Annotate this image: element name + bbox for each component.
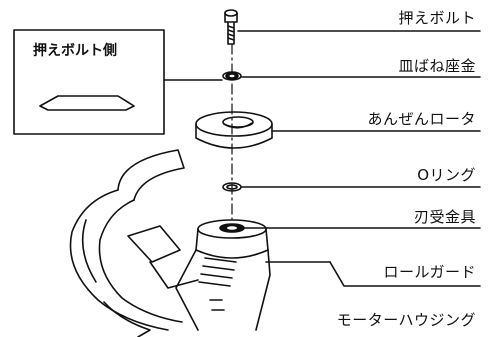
inset-washer-shape — [39, 95, 135, 111]
inset-title: 押えボルト側 — [33, 43, 117, 59]
washer-part — [222, 71, 242, 81]
leader-roll-guard-bend — [329, 261, 481, 287]
label-motor-housing: モーターハウジング — [336, 311, 476, 329]
inset-box — [13, 29, 165, 135]
label-oring: Oリング — [417, 166, 476, 184]
bolt-part — [224, 9, 238, 45]
label-blade-seat: 刃受金具 — [413, 208, 476, 226]
label-rotor: あんぜんロータ — [367, 110, 476, 128]
rotor-part — [195, 111, 273, 149]
label-roll-guard: ロールガード — [383, 263, 476, 281]
label-washer: 皿ばね座金 — [398, 57, 476, 75]
housing-part — [175, 219, 271, 331]
roll-guard-part — [69, 149, 199, 337]
oring-part — [222, 182, 242, 192]
label-bolt: 押えボルト — [398, 9, 476, 27]
